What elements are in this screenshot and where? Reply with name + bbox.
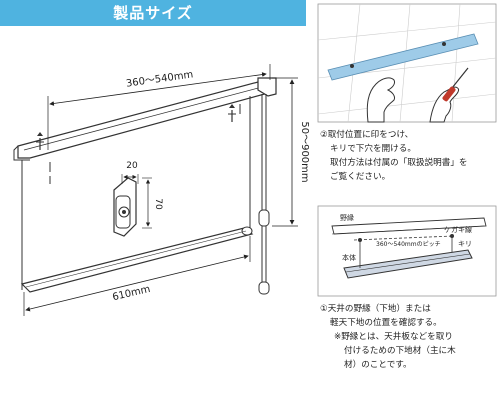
hand-right (429, 86, 459, 123)
title-banner (0, 0, 306, 26)
screw-right (228, 104, 236, 122)
dim-width-range: 360～540mm (125, 69, 194, 89)
step-1-line: ①天井の野縁（下地）または (320, 304, 431, 314)
step-1-line: 付けるための下地材（主に木 (344, 346, 456, 356)
step-1-line: ※野縁とは、天井板などを取り (334, 332, 453, 342)
marking-tape (327, 33, 479, 81)
roll-screen-drawing: 360～540mm 50～900mm 20 70 610mm (13, 64, 310, 316)
dim-height-range: 50～900mm (299, 121, 310, 182)
hand-left (366, 77, 395, 123)
label-marking-line: ケガキ線 (444, 225, 472, 234)
screw-left (36, 132, 44, 150)
illustration-joist: 野縁 ケガキ線 キリ 本体 360～540mmのピッチ (317, 205, 497, 297)
bottom-bar (20, 227, 254, 293)
roll-body (343, 249, 473, 279)
mounting-clip (113, 177, 137, 237)
label-drill: キリ (458, 240, 472, 248)
step-1-line: 材）のことです。 (344, 360, 412, 370)
page-title: 製品サイズ (113, 4, 193, 22)
label-pitch: 360～540mmのピッチ (376, 241, 441, 248)
step-2-line: キリで下穴を開ける。 (330, 144, 416, 154)
illustration-marking (317, 3, 497, 123)
step-2-line: ご覧ください。 (330, 172, 391, 182)
top-rail (17, 81, 273, 159)
step-2-line: 取付方法は付属の「取扱説明書」を (330, 158, 468, 168)
dim-bracket-height: 70 (153, 198, 163, 210)
step-2-line: ②取付位置に印をつけ、 (320, 130, 414, 140)
dim-screen-width: 610mm (111, 284, 151, 303)
label-body: 本体 (342, 253, 356, 262)
label-joist: 野縁 (340, 213, 354, 222)
pull-cord (258, 94, 270, 295)
step-1-note: ①天井の野縁（下地）または 軽天下地の位置を確認する。 ※野縁とは、天井板などを… (320, 302, 456, 372)
dim-bracket-width: 20 (126, 161, 138, 171)
step-1-line: 軽天下地の位置を確認する。 (330, 318, 442, 328)
step-2-note: ②取付位置に印をつけ、 キリで下穴を開ける。 取付方法は付属の「取扱説明書」を … (320, 128, 468, 184)
